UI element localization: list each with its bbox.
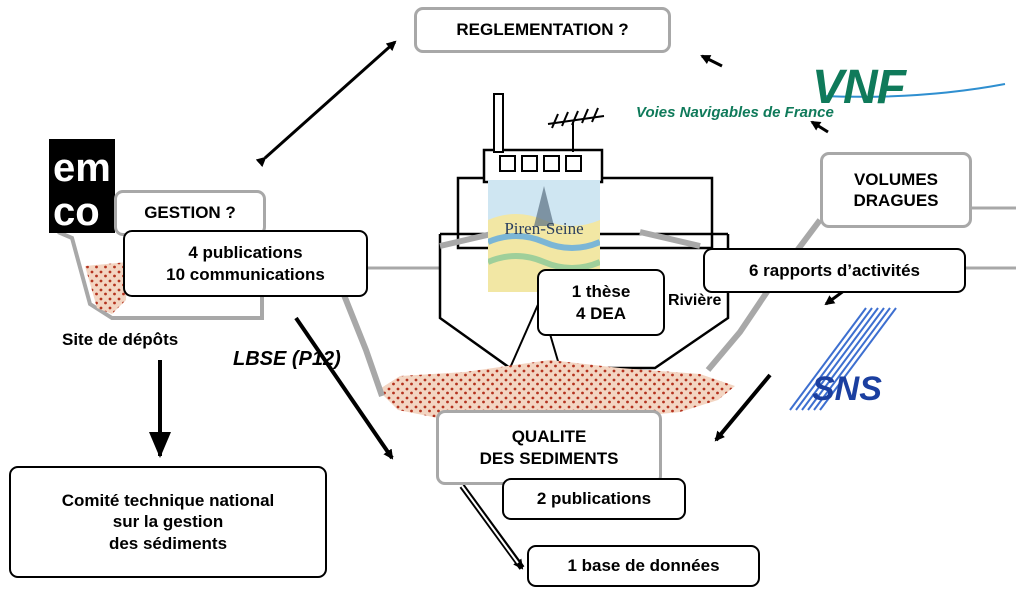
arrow-sns-qualite (714, 373, 772, 442)
boat-mast (493, 93, 504, 153)
svg-text:em: em (53, 146, 111, 190)
sns-logo: SNS (812, 370, 882, 408)
publications-lbse-box: 4 publications 10 communications (123, 230, 368, 297)
gestion-box: GESTION ? (114, 190, 266, 236)
site-depots-label: Site de dépôts (62, 330, 179, 349)
boat-window-1 (499, 155, 516, 172)
reglementation-box: REGLEMENTATION ? (414, 7, 671, 53)
deposit-site-sediment (85, 262, 128, 314)
vnf-swoosh (821, 83, 1006, 98)
these-box: 1 thèse 4 DEA (537, 269, 665, 336)
qualite-box: QUALITE DES SEDIMENTS (436, 410, 662, 485)
boat-shoulder-right (639, 229, 701, 249)
emco-logo: em co (49, 139, 115, 234)
base-donnees-box: 1 base de données (527, 545, 760, 587)
arrow-volumes-vnf (810, 120, 829, 134)
river-bank-left (339, 288, 385, 397)
comite-box: Comité technique national sur la gestion… (9, 466, 327, 578)
volumes-dragues-box: VOLUMES DRAGUES (820, 152, 972, 228)
vnf-logo: VNF (812, 61, 906, 114)
arrow-lbse-qualite (294, 316, 394, 460)
arrow-qualite-base-inner (461, 485, 519, 564)
rapports-box: 6 rapports d’activités (703, 248, 966, 293)
boat-window-2 (521, 155, 538, 172)
riviere-label: Rivière (668, 292, 722, 309)
deposit-site-outline (57, 230, 264, 320)
river-sediment (378, 360, 735, 422)
boat-window-3 (543, 155, 560, 172)
vnf-logo-subtitle: Voies Navigables de France (636, 104, 834, 121)
svg-text:Piren-Seine: Piren-Seine (504, 219, 583, 238)
arrow-vnf-reglementation (700, 54, 723, 68)
publications-qualite-box: 2 publications (502, 478, 686, 520)
svg-text:co: co (53, 190, 100, 233)
boat-chain-left (509, 299, 541, 369)
sns-logo-stripes (789, 307, 897, 411)
arrow-reglementation-gestion (255, 40, 397, 168)
boat-window-4 (565, 155, 582, 172)
boat-antenna-ticks (551, 107, 599, 129)
lbse-label: LBSE (P12) (233, 348, 341, 370)
